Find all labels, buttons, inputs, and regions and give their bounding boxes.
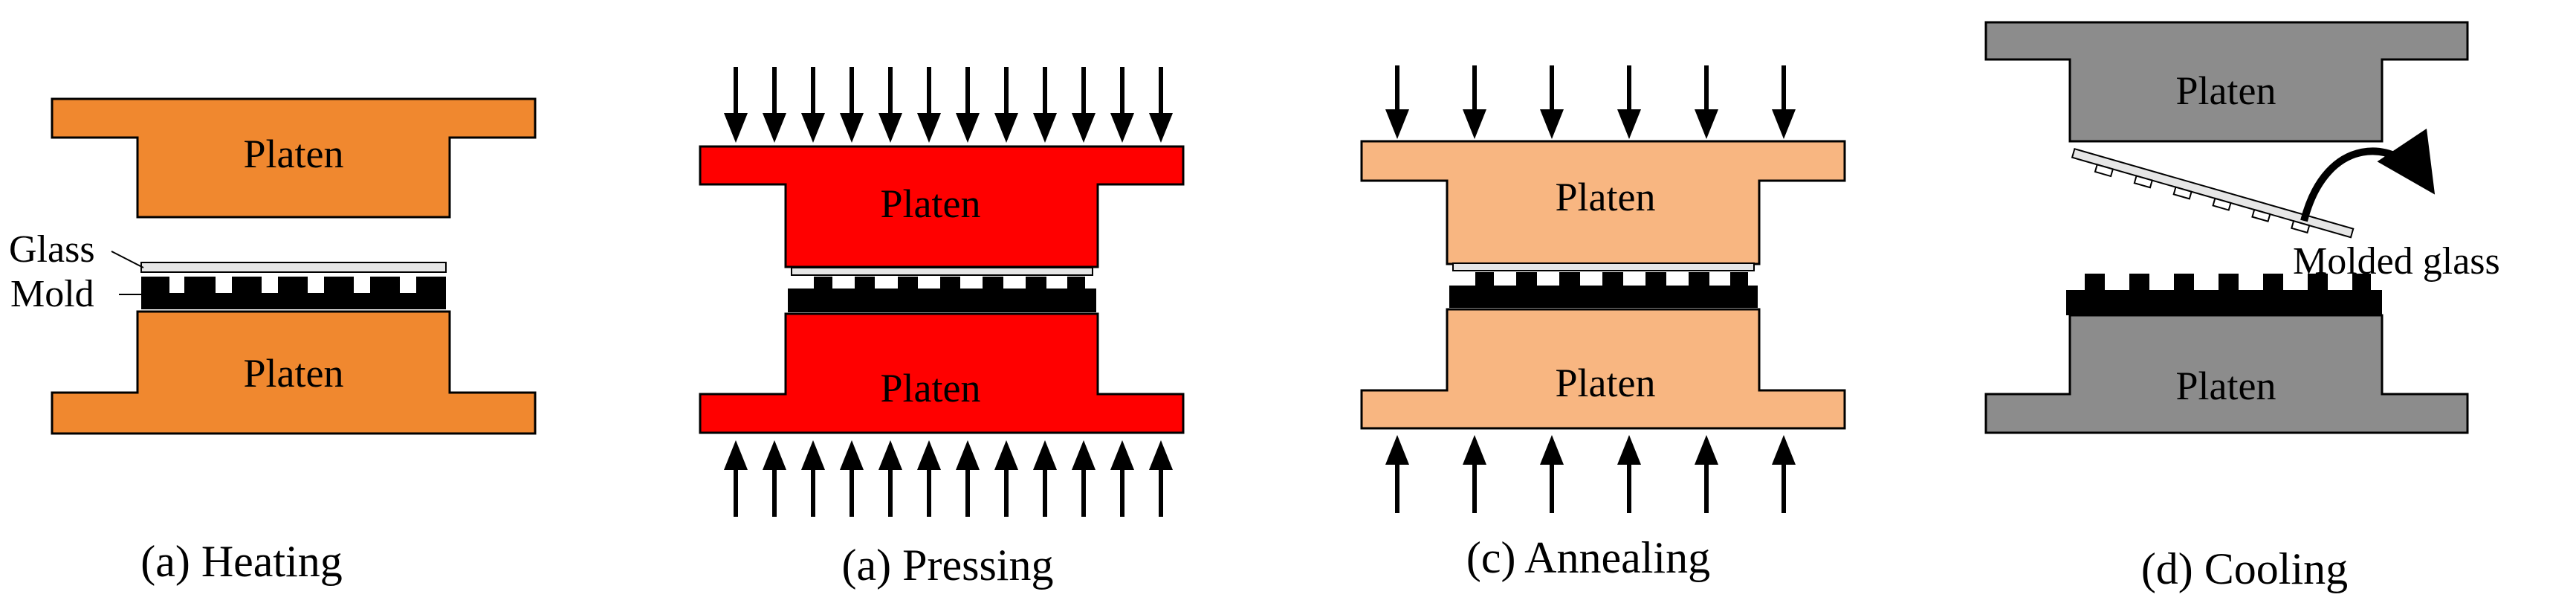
panel-pressing: Platen Platen (a) Pressing	[699, 67, 1185, 590]
mold-cooling	[2066, 274, 2382, 315]
force-arrow-down	[1617, 65, 1641, 139]
force-arrow-up	[1110, 440, 1134, 517]
force-arrow-up	[1540, 435, 1564, 513]
top-platen-label-pressing: Platen	[881, 181, 981, 226]
molded-glass-piece	[2071, 147, 2355, 239]
bottom-platen-label-cooling: Platen	[2176, 364, 2276, 408]
top-platen-label-annealing: Platen	[1556, 175, 1656, 219]
bottom-platen-heating	[51, 310, 537, 435]
force-arrow-down	[878, 67, 902, 143]
bottom-platen-label-annealing: Platen	[1556, 361, 1656, 405]
force-arrow-down	[956, 67, 980, 143]
panel-heating: Platen Platen Glass Mold (a) Heating	[9, 97, 537, 586]
force-arrow-down	[1110, 67, 1134, 143]
force-arrow-up	[1033, 440, 1057, 517]
force-arrow-up	[956, 440, 980, 517]
glass-sheet-annealing	[1452, 262, 1755, 271]
force-arrow-down	[1540, 65, 1564, 139]
mold-heating	[141, 277, 446, 309]
panel-annealing: Platen Platen (c) Annealing	[1360, 65, 1846, 582]
force-arrow-down	[763, 67, 786, 143]
bottom-platen-pressing	[699, 312, 1185, 434]
force-arrow-down	[840, 67, 864, 143]
pressing-force-arrows-top	[724, 67, 1173, 143]
glass-leader-line	[111, 251, 144, 268]
force-arrow-up	[917, 440, 941, 517]
force-arrow-down	[1385, 65, 1409, 139]
annealing-force-arrows-top	[1385, 65, 1796, 139]
mold-annealing	[1449, 272, 1758, 308]
top-platen-label-cooling: Platen	[2176, 68, 2276, 113]
bottom-platen-annealing	[1360, 308, 1846, 430]
force-arrow-up	[878, 440, 902, 517]
glass-sheet-heating	[140, 262, 447, 273]
mold-pressing	[788, 277, 1096, 312]
force-arrow-up	[1149, 440, 1173, 517]
force-arrow-down	[1033, 67, 1057, 143]
top-platen-label-heating: Platen	[244, 132, 344, 176]
force-arrow-up	[1072, 440, 1096, 517]
force-arrow-up	[1617, 435, 1641, 513]
force-arrow-down	[1695, 65, 1718, 139]
caption-pressing: (a) Pressing	[842, 541, 1054, 590]
force-arrow-down	[801, 67, 825, 143]
panel-cooling: Platen Molded glass Platen (d) Cooling	[1984, 21, 2500, 593]
force-arrow-down	[1072, 67, 1096, 143]
force-arrow-down	[1772, 65, 1796, 139]
force-arrow-down	[917, 67, 941, 143]
bottom-platen-label-heating: Platen	[244, 351, 344, 396]
force-arrow-up	[1772, 435, 1796, 513]
caption-heating: (a) Heating	[140, 537, 343, 586]
glass-label: Glass	[9, 228, 95, 271]
bottom-platen-cooling	[1984, 314, 2469, 434]
force-arrow-up	[1463, 435, 1486, 513]
force-arrow-up	[763, 440, 786, 517]
top-platen-heating	[51, 97, 537, 219]
force-arrow-down	[1149, 67, 1173, 143]
top-platen-annealing	[1360, 140, 1846, 265]
force-arrow-up	[1385, 435, 1409, 513]
removal-arrow	[2300, 128, 2436, 222]
force-arrow-down	[994, 67, 1018, 143]
force-arrow-up	[994, 440, 1018, 517]
annealing-force-arrows-bottom	[1385, 435, 1796, 513]
top-platen-pressing	[699, 145, 1185, 268]
mold-label: Mold	[10, 273, 94, 315]
force-arrow-up	[1695, 435, 1718, 513]
force-arrow-up	[840, 440, 864, 517]
force-arrow-down	[724, 67, 748, 143]
force-arrow-up	[801, 440, 825, 517]
caption-annealing: (c) Annealing	[1466, 533, 1710, 582]
glass-sheet-pressing	[791, 267, 1093, 276]
pressing-force-arrows-bottom	[724, 440, 1173, 517]
caption-cooling: (d) Cooling	[2141, 544, 2348, 593]
bottom-platen-label-pressing: Platen	[881, 366, 981, 410]
force-arrow-up	[724, 440, 748, 517]
force-arrow-down	[1463, 65, 1486, 139]
